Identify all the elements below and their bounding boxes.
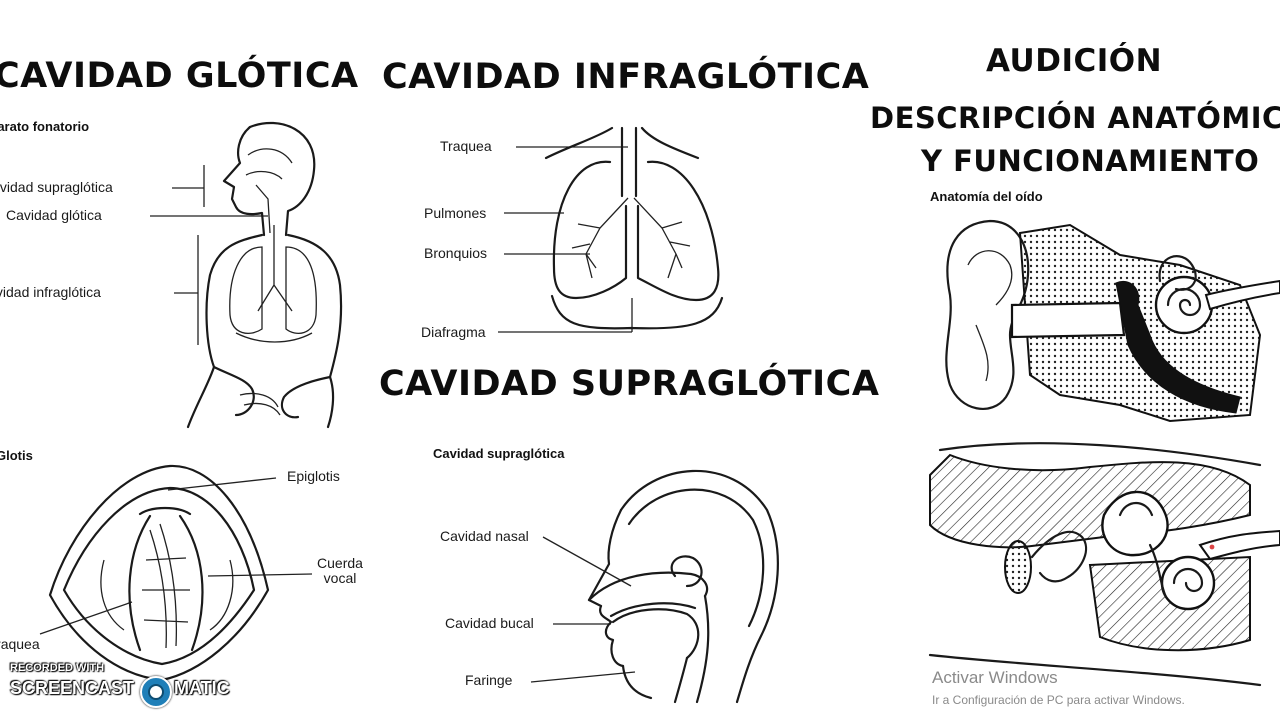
watermark-configuracion: Ir a Configuración de PC para activar Wi… xyxy=(932,693,1185,707)
title-audicion: AUDICIÓN xyxy=(986,43,1163,79)
label-cuerda-vocal: Cuerda vocal xyxy=(317,555,363,586)
head-profile-illustration xyxy=(530,469,779,704)
panel-pulmones: Traquea Pulmones Bronquios Diafragma xyxy=(400,118,760,350)
panel-anatomia-oido: Anatomía del oído xyxy=(920,185,1280,720)
title-cavidad-glotica: CAVIDAD GLÓTICA xyxy=(0,56,359,96)
panel-aparato-fonatorio: Aparato fonatorio Cavidad supraglótica C… xyxy=(0,115,360,430)
panel-glotis: Glotis Epiglotis Cuerda vocal Traquea xyxy=(0,440,370,690)
label-cavidad-bucal: Cavidad bucal xyxy=(445,615,534,631)
title-descripcion-anatomica: DESCRIPCIÓN ANATÓMICA xyxy=(870,101,1280,135)
recorded-with-text: RECORDED WITH xyxy=(10,662,105,674)
label-bronquios: Bronquios xyxy=(424,245,488,261)
subtitle-cavidad-supraglotica: Cavidad supraglótica xyxy=(433,446,565,461)
watermark-activar-windows: Activar Windows xyxy=(932,668,1058,687)
label-cavidad-infraglotica: Cavidad infraglótica xyxy=(0,284,101,300)
lungs-illustration xyxy=(498,126,724,333)
screencast-text: SCREENCAST xyxy=(10,678,135,698)
label-cavidad-glotica: Cavidad glótica xyxy=(6,207,102,223)
label-diafragma: Diafragma xyxy=(421,324,486,340)
panel-cavidad-supraglotica: Cavidad supraglótica Cavidad nasal Cavid… xyxy=(425,440,785,710)
subtitle-anatomia-oido: Anatomía del oído xyxy=(930,189,1043,204)
label-faringe: Faringe xyxy=(465,672,513,688)
screencast-watermark: RECORDED WITH SCREENCAST MATIC xyxy=(10,662,230,712)
label-cavidad-nasal: Cavidad nasal xyxy=(440,528,529,544)
label-pulmones: Pulmones xyxy=(424,205,487,221)
matic-text: MATIC xyxy=(174,678,230,698)
subtitle-aparato-fonatorio: Aparato fonatorio xyxy=(0,119,90,134)
title-cavidad-infraglotica: CAVIDAD INFRAGLÓTICA xyxy=(382,57,870,97)
label-traquea: Traquea xyxy=(440,138,492,154)
subtitle-glotis: Glotis xyxy=(0,448,33,463)
title-funcionamiento: Y FUNCIONAMIENTO xyxy=(921,144,1260,178)
title-cavidad-supraglotica: CAVIDAD SUPRAGLÓTICA xyxy=(379,364,880,404)
ear-anatomy-illustration xyxy=(928,219,1280,687)
screencast-logo-icon xyxy=(140,676,172,708)
label-cavidad-supraglotica: Cavidad supraglótica xyxy=(0,179,113,195)
label-epiglotis: Epiglotis xyxy=(287,468,340,484)
glottis-illustration xyxy=(39,464,313,682)
label-traquea-glotis: Traquea xyxy=(0,636,40,652)
body-figure-illustration xyxy=(150,122,343,429)
